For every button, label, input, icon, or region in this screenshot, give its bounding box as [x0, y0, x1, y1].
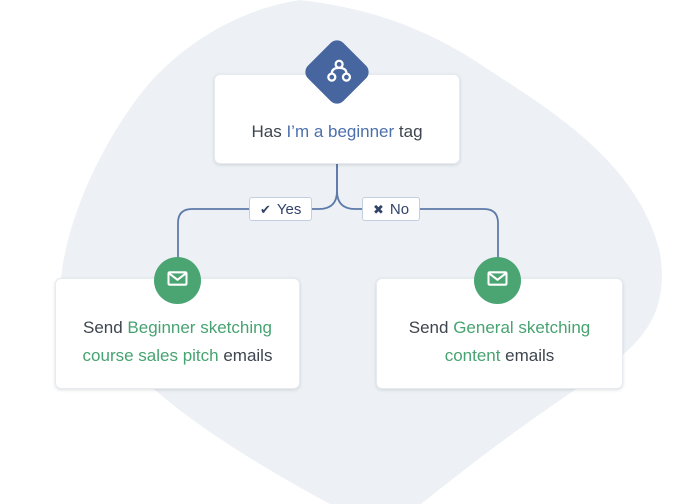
- outcome-suffix: emails: [218, 345, 273, 365]
- no-label: No: [389, 200, 410, 218]
- condition-text: Has I’m a beginner tag: [251, 122, 422, 142]
- check-icon: ✔: [260, 201, 271, 217]
- decision-diamond: [301, 36, 373, 108]
- yes-label: Yes: [276, 200, 302, 218]
- yes-badge: ✔ Yes: [249, 197, 313, 221]
- envelope-icon: [164, 265, 191, 297]
- condition-prefix: Has: [251, 122, 287, 141]
- outcome-highlight: Beginner sketching course sales pitch: [82, 317, 273, 365]
- condition-card: Has I’m a beginner tag: [214, 74, 460, 164]
- outcome-prefix: Send: [82, 317, 128, 337]
- outcome-highlight: General sketching content: [444, 317, 591, 365]
- branch-icon: [316, 51, 358, 93]
- outcome-right-circle: [474, 257, 521, 304]
- tag-name: I’m a beginner: [286, 122, 395, 141]
- condition-suffix: tag: [394, 122, 423, 141]
- no-badge: ✖ No: [362, 197, 421, 221]
- outcome-suffix: emails: [500, 345, 555, 365]
- outcome-left-circle: [154, 257, 201, 304]
- outcome-text: Send General sketching content emails: [397, 314, 602, 370]
- x-icon: ✖: [373, 201, 384, 217]
- outcome-text: Send Beginner sketching course sales pit…: [74, 314, 281, 370]
- envelope-icon: [484, 265, 511, 297]
- outcome-prefix: Send: [408, 317, 454, 337]
